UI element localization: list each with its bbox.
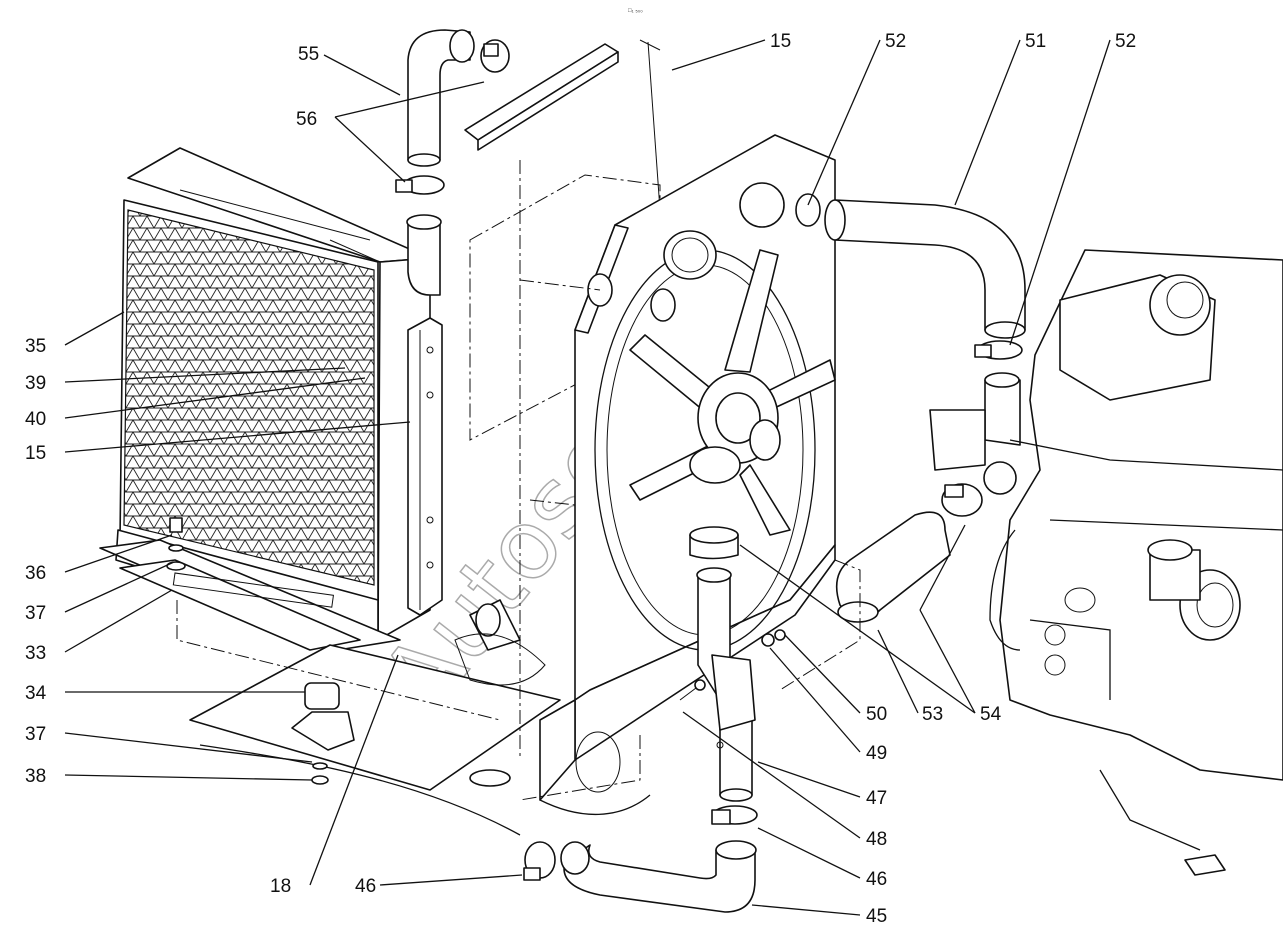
radiator-inlet-pipe	[406, 214, 442, 296]
engine-upper-hose	[824, 199, 1026, 339]
mounting-pin	[166, 517, 186, 571]
outlet-hose-stub	[689, 526, 739, 560]
callout-47: 47	[866, 788, 887, 809]
engine-lower-hose	[835, 511, 951, 623]
assembly-lines	[176, 279, 861, 801]
callout-39: 39	[25, 373, 46, 394]
callout-33: 33	[25, 643, 46, 664]
radiator-outlet-tube	[454, 599, 546, 686]
rubber-mount	[291, 682, 355, 785]
callout-51: 51	[1025, 31, 1046, 52]
hose-clamp-radiator-inlet	[395, 175, 445, 195]
callout-40: 40	[25, 409, 46, 430]
callout-54: 54	[980, 704, 1002, 725]
callout-15-side: 15	[25, 443, 46, 464]
callout-49: 49	[866, 743, 887, 764]
hose-clamp-engine-lower	[941, 483, 983, 517]
figure-reference-code: □₁ ₅₀₀	[628, 8, 643, 14]
callout-55: 55	[298, 44, 319, 65]
callout-52-right: 52	[1115, 31, 1136, 52]
callout-46-left: 46	[355, 876, 376, 897]
lower-hose	[560, 840, 757, 913]
callout-37-upper: 37	[25, 603, 46, 624]
callout-46-right: 46	[866, 869, 887, 890]
callout-18: 18	[270, 876, 291, 897]
callout-labels: 55 56 15 52 51 52 35 39 40 15 36 37 33 3…	[25, 31, 1136, 927]
cooling-fan	[629, 249, 836, 536]
thermostat-housing	[929, 372, 1021, 495]
hose-clamp-lower	[523, 805, 758, 881]
callout-36: 36	[25, 563, 46, 584]
side-bracket	[407, 317, 443, 616]
callout-52-left: 52	[885, 31, 906, 52]
callout-53: 53	[922, 704, 943, 725]
callout-37-lower: 37	[25, 724, 46, 745]
callout-45: 45	[866, 906, 887, 927]
upper-hose	[407, 29, 475, 167]
callout-50: 50	[866, 704, 887, 725]
callout-38: 38	[25, 766, 46, 787]
lower-outlet-pipe	[696, 567, 756, 802]
callout-34: 34	[25, 683, 47, 704]
callout-48: 48	[866, 829, 887, 850]
callout-15-top: 15	[770, 31, 791, 52]
pipe-bolt-washers	[679, 629, 786, 701]
hose-clamp-engine	[974, 340, 1023, 360]
callout-35: 35	[25, 336, 46, 357]
engine-block	[989, 249, 1283, 876]
leader-lines	[64, 39, 1111, 916]
hose-clamp-upper	[480, 39, 510, 73]
callout-56: 56	[296, 109, 317, 130]
